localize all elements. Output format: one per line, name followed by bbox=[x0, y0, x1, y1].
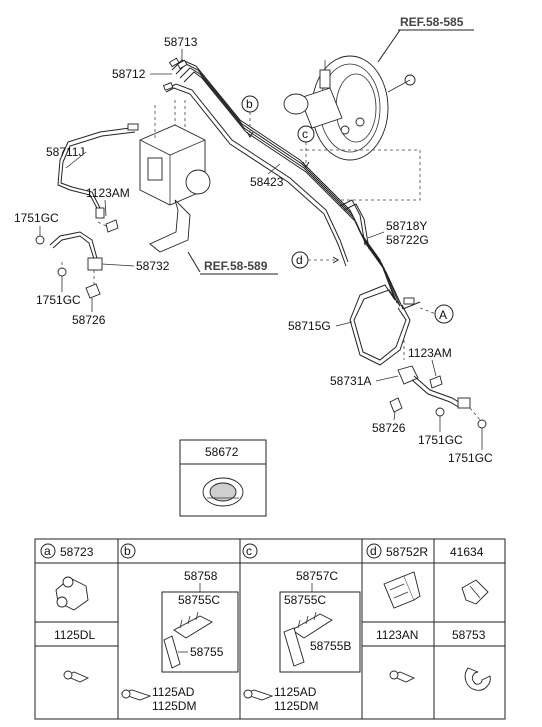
table-cell-e: 41634 bbox=[450, 545, 489, 605]
leader-1123AM-right bbox=[431, 359, 437, 377]
label-58722G[interactable]: 58722G bbox=[386, 233, 429, 247]
cell-c-part[interactable]: 58757C bbox=[296, 569, 338, 583]
leader-58711J bbox=[65, 151, 87, 169]
cell-b-sub2[interactable]: 58755 bbox=[190, 645, 224, 659]
table-cell-g: 1123AN bbox=[376, 628, 418, 683]
cell-b-letter: b bbox=[124, 544, 131, 558]
table-cell-f: 1125DL bbox=[54, 628, 95, 683]
cell-c-sub1[interactable]: 58755C bbox=[284, 593, 326, 607]
leader-58732 bbox=[101, 263, 135, 267]
leader-1123AM-left bbox=[104, 199, 107, 217]
callout-b[interactable]: b bbox=[241, 95, 259, 138]
table-cell-c: c 58757C 58755C 58755B 1125AD 1125DM bbox=[242, 543, 361, 713]
leader-58715G bbox=[335, 321, 353, 327]
brake-booster-assembly bbox=[283, 55, 421, 201]
right-brake-pipe bbox=[349, 284, 437, 366]
table-cell-a: a 58723 bbox=[40, 543, 94, 611]
ref-hecu-leader bbox=[187, 251, 201, 273]
leader-58718Y bbox=[367, 231, 385, 239]
cell-a-part[interactable]: 58723 bbox=[60, 545, 94, 559]
label-58712[interactable]: 58712 bbox=[112, 67, 146, 81]
label-1751GC-left-top[interactable]: 1751GC bbox=[14, 211, 59, 225]
svg-text:c: c bbox=[302, 127, 308, 141]
label-1751GC-right-1[interactable]: 1751GC bbox=[418, 433, 463, 447]
left-brake-pipe bbox=[57, 123, 139, 219]
label-1123AM-right[interactable]: 1123AM bbox=[408, 346, 452, 360]
hecu-module bbox=[139, 100, 211, 253]
svg-text:A: A bbox=[439, 308, 447, 322]
cell-b-bolt1[interactable]: 1125AD bbox=[152, 685, 195, 699]
cell-h-part[interactable]: 58753 bbox=[452, 628, 486, 642]
ref-hecu-label[interactable]: REF.58-589 bbox=[204, 259, 268, 273]
grommet-label[interactable]: 58672 bbox=[205, 445, 239, 459]
leader-58726-right bbox=[393, 411, 396, 421]
label-58423[interactable]: 58423 bbox=[250, 175, 284, 189]
label-58711J[interactable]: 58711J bbox=[46, 145, 84, 159]
left-brake-hose bbox=[35, 219, 119, 299]
label-58726-right[interactable]: 58726 bbox=[372, 421, 406, 435]
table-cell-h: 58753 bbox=[452, 628, 491, 691]
leader-58731A bbox=[375, 375, 399, 382]
leader-58423 bbox=[267, 163, 281, 175]
label-1751GC-right-2[interactable]: 1751GC bbox=[448, 451, 493, 465]
cell-b-part[interactable]: 58758 bbox=[184, 569, 218, 583]
table-cell-d: d 58752R bbox=[366, 543, 428, 609]
label-58726-left[interactable]: 58726 bbox=[72, 313, 106, 327]
cell-c-bolt1[interactable]: 1125AD bbox=[274, 685, 317, 699]
svg-text:d: d bbox=[296, 253, 303, 267]
cell-c-bolt2[interactable]: 1125DM bbox=[274, 699, 318, 713]
parts-table: a 58723 b 58758 58755C 58755 1125AD 1125… bbox=[34, 538, 506, 720]
cell-d-part[interactable]: 58752R bbox=[386, 545, 428, 559]
cell-e-part[interactable]: 41634 bbox=[450, 545, 484, 559]
label-1751GC-left-bottom[interactable]: 1751GC bbox=[36, 293, 81, 307]
ref-booster-leader bbox=[377, 29, 401, 63]
brake-tube-bundle bbox=[162, 57, 404, 310]
label-58715G[interactable]: 58715G bbox=[288, 319, 331, 333]
callout-d[interactable]: d bbox=[291, 251, 339, 269]
cell-b-bolt2[interactable]: 1125DM bbox=[152, 699, 196, 713]
table-cell-b: b 58758 58755C 58755 1125AD 1125DM bbox=[120, 543, 239, 713]
label-1123AM-left[interactable]: 1123AM bbox=[86, 186, 130, 200]
cell-b-sub1[interactable]: 58755C bbox=[178, 593, 220, 607]
cell-d-letter: d bbox=[370, 544, 377, 558]
right-brake-hose bbox=[389, 365, 487, 429]
cell-g-part[interactable]: 1123AN bbox=[376, 628, 418, 642]
cell-a-letter: a bbox=[44, 544, 51, 558]
cell-f-part[interactable]: 1125DL bbox=[54, 628, 95, 642]
svg-text:b: b bbox=[246, 97, 253, 111]
label-58713[interactable]: 58713 bbox=[164, 35, 198, 49]
cell-c-sub2[interactable]: 58755B bbox=[310, 639, 351, 653]
label-58731A[interactable]: 58731A bbox=[330, 374, 371, 388]
callout-c[interactable]: c bbox=[297, 125, 315, 168]
ref-booster-label[interactable]: REF.58-585 bbox=[400, 15, 464, 29]
label-58718Y[interactable]: 58718Y bbox=[386, 219, 427, 233]
cell-c-letter: c bbox=[246, 544, 252, 558]
grommet-box: 58672 bbox=[179, 439, 267, 517]
callout-a[interactable]: A bbox=[434, 304, 454, 324]
label-58732[interactable]: 58732 bbox=[136, 259, 170, 273]
